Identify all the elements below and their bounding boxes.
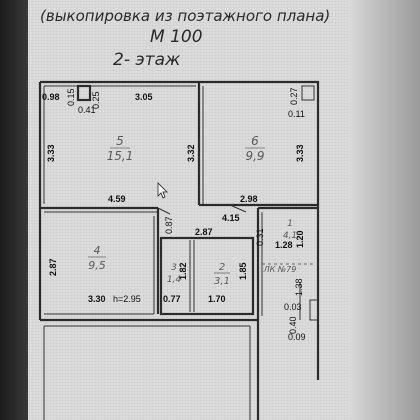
stair-label: ЛК №79: [263, 265, 297, 274]
paper-sheet: [28, 0, 358, 420]
dim-3-32: 3.32: [186, 144, 196, 162]
dim-3-33-right: 3.33: [295, 144, 305, 162]
dim-0-77: 0.77: [163, 294, 181, 304]
room-6-area: 9,9: [245, 149, 264, 163]
photo-right-edge: [350, 0, 420, 420]
niche-right-square: [301, 85, 315, 101]
dim-1-20: 1.20: [295, 230, 305, 248]
header-floor: 2- этаж: [113, 50, 181, 70]
photo-left-edge: [0, 0, 30, 420]
dim-3-30: 3.30: [88, 294, 106, 304]
dim-0-11: 0.11: [288, 109, 305, 119]
door-mark-room4: [157, 207, 171, 215]
mouse-cursor-icon: [157, 182, 168, 199]
dim-4-59: 4.59: [108, 194, 126, 204]
room-4-area: 9,5: [88, 259, 106, 272]
dim-0-03: 0.03: [284, 302, 302, 312]
door-mark-room6: [229, 204, 247, 213]
room-5-area: 15,1: [107, 149, 134, 163]
room-6-number: 6: [251, 134, 259, 148]
stair-post: [309, 299, 319, 321]
dim-0-98: 0.98: [42, 92, 60, 102]
dim-0-27: 0.27: [289, 87, 299, 105]
dim-4-15: 4.15: [222, 213, 240, 223]
dim-0-09: 0.09: [288, 332, 306, 342]
room-4-number: 4: [94, 244, 101, 257]
room-5-number: 5: [116, 134, 124, 148]
room-2-area: 3,1: [214, 276, 230, 287]
dim-2-87-top: 2.87: [195, 227, 213, 237]
dim-0-87: 0.87: [164, 216, 174, 234]
niche-square: [76, 84, 92, 102]
dim-1-85: 1.85: [238, 262, 248, 280]
dim-0-25: 0.25: [91, 91, 101, 109]
outer-wall-top: [40, 80, 320, 200]
dim-2-98: 2.98: [240, 194, 258, 204]
room-3-number: 3: [171, 263, 177, 273]
dim-0-41: 0.41: [78, 105, 96, 115]
room-2-number: 2: [219, 262, 225, 273]
dim-0-40: 0.40: [288, 316, 298, 334]
dim-2-87-left: 2.87: [48, 258, 58, 276]
dim-1-82: 1.82: [178, 262, 188, 280]
room-1-number: 1: [287, 219, 293, 229]
header-title: (выкопировка из поэтажного плана): [40, 7, 330, 25]
dim-1-38: 1.38: [294, 278, 304, 296]
dim-1-70: 1.70: [208, 294, 226, 304]
rooms-3-2-block: [159, 236, 255, 316]
room-1-area: 4,1: [283, 231, 297, 241]
dim-height: h=2.95: [113, 294, 141, 304]
dim-0-15: 0.15: [66, 88, 76, 106]
dim-3-33-left: 3.33: [46, 144, 56, 162]
header-scale: М 100: [150, 27, 203, 47]
dim-1-28: 1.28: [275, 240, 293, 250]
dim-3-05: 3.05: [135, 92, 153, 102]
room-3-area: 1,4: [167, 275, 182, 285]
dim-0-31: 0.31: [255, 228, 265, 246]
